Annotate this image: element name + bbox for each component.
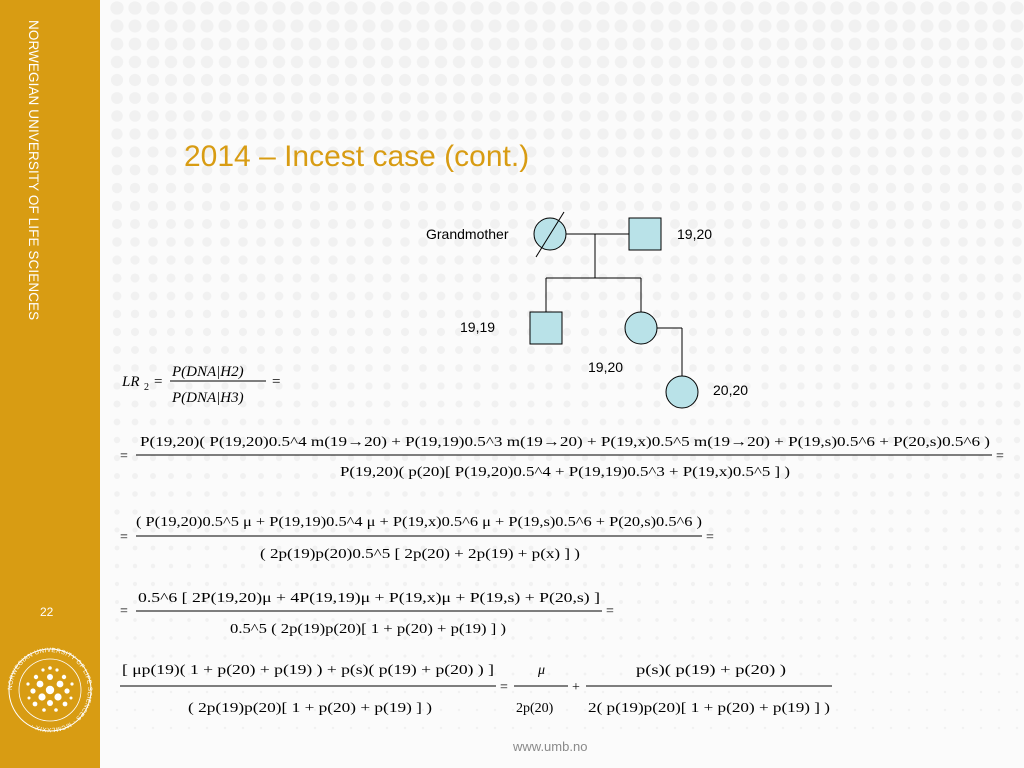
eq4-term2-numerator: p(s)( p(19) + p(20) ) bbox=[636, 663, 786, 678]
eq3-numerator: 0.5^6 [ 2P(19,20)μ + 4P(19,19)μ + P(19,x… bbox=[138, 591, 600, 606]
eq4-term1-denominator: 2p(20) bbox=[516, 701, 554, 716]
svg-text:=: = bbox=[120, 449, 128, 464]
svg-text:=: = bbox=[500, 680, 508, 695]
svg-text:=: = bbox=[120, 604, 128, 619]
svg-text:=: = bbox=[272, 374, 280, 390]
equation-3: = 0.5^6 [ 2P(19,20)μ + 4P(19,19)μ + P(19… bbox=[120, 591, 614, 637]
svg-text:=: = bbox=[120, 530, 128, 545]
pedigree-chart: Grandmother 19,20 19,19 19,20 20,20 bbox=[426, 211, 748, 409]
lr-denominator: P(DNA|H3) bbox=[171, 390, 244, 406]
svg-text:=: = bbox=[706, 530, 714, 545]
lr-numerator: P(DNA|H2) bbox=[171, 364, 244, 380]
eq3-denominator: 0.5^5 ( 2p(19)p(20)[ 1 + p(20) + p(19) ]… bbox=[230, 622, 506, 637]
grandfather-symbol bbox=[628, 217, 662, 251]
daughter-genotype: 19,20 bbox=[588, 359, 623, 375]
deceased-slash bbox=[535, 211, 565, 258]
eq2-numerator: ( P(19,20)0.5^5 μ + P(19,19)0.5^4 μ + P(… bbox=[136, 515, 702, 530]
page-number: 22 bbox=[40, 605, 54, 619]
grandfather-genotype: 19,20 bbox=[677, 226, 712, 242]
svg-text:=: = bbox=[154, 374, 162, 390]
lr-definition: LR 2 = P(DNA|H2) P(DNA|H3) = bbox=[121, 364, 280, 406]
lr-symbol: LR bbox=[121, 374, 140, 390]
likelihood-ratio-equations: LR 2 = P(DNA|H2) P(DNA|H3) = = P(19,20)(… bbox=[120, 364, 1004, 716]
university-name-text: NORWEGIAN UNIVERSITY OF LIFE SCIENCES bbox=[26, 20, 41, 321]
svg-text:=: = bbox=[996, 449, 1004, 464]
eq1-numerator: P(19,20)( P(19,20)0.5^4 m(19→20) + P(19,… bbox=[140, 435, 990, 450]
svg-text:=: = bbox=[606, 604, 614, 619]
eq1-denominator: P(19,20)( p(20)[ P(19,20)0.5^4 + P(19,19… bbox=[340, 465, 790, 480]
svg-text:+: + bbox=[572, 680, 580, 695]
sidebar: NORWEGIAN UNIVERSITY OF LIFE SCIENCES 22… bbox=[0, 0, 100, 768]
child-genotype: 20,20 bbox=[713, 382, 748, 398]
daughter-symbol bbox=[624, 311, 658, 345]
child-symbol bbox=[665, 375, 699, 409]
equation-4: [ μp(19)( 1 + p(20) + p(19) ) + p(s)( p(… bbox=[120, 663, 832, 716]
son-symbol bbox=[529, 311, 563, 345]
eq4-term1-numerator: μ bbox=[537, 663, 545, 678]
university-logo: NORWEGIAN UNIVERSITY OF LIFE SCIENCES · … bbox=[7, 647, 93, 733]
eq2-denominator: ( 2p(19)p(20)0.5^5 [ 2p(20) + 2p(19) + p… bbox=[260, 547, 580, 562]
eq4-term2-denominator: 2( p(19)p(20)[ 1 + p(20) + p(19) ] ) bbox=[588, 701, 830, 716]
lr-subscript: 2 bbox=[144, 382, 149, 393]
university-name: NORWEGIAN UNIVERSITY OF LIFE SCIENCES bbox=[22, 20, 42, 380]
son-genotype: 19,19 bbox=[460, 319, 495, 335]
equation-2: = ( P(19,20)0.5^5 μ + P(19,19)0.5^4 μ + … bbox=[120, 515, 714, 562]
slide-title: 2014 – Incest case (cont.) bbox=[184, 140, 530, 173]
footer-url: www.umb.no bbox=[513, 739, 588, 754]
dot-pattern-background bbox=[110, 1, 1024, 730]
eq4-lhs-denominator: ( 2p(19)p(20)[ 1 + p(20) + p(19) ] ) bbox=[188, 701, 432, 716]
eq4-lhs-numerator: [ μp(19)( 1 + p(20) + p(19) ) + p(s)( p(… bbox=[122, 663, 494, 678]
equation-1: = P(19,20)( P(19,20)0.5^4 m(19→20) + P(1… bbox=[120, 435, 1004, 480]
grandmother-label: Grandmother bbox=[426, 226, 509, 242]
